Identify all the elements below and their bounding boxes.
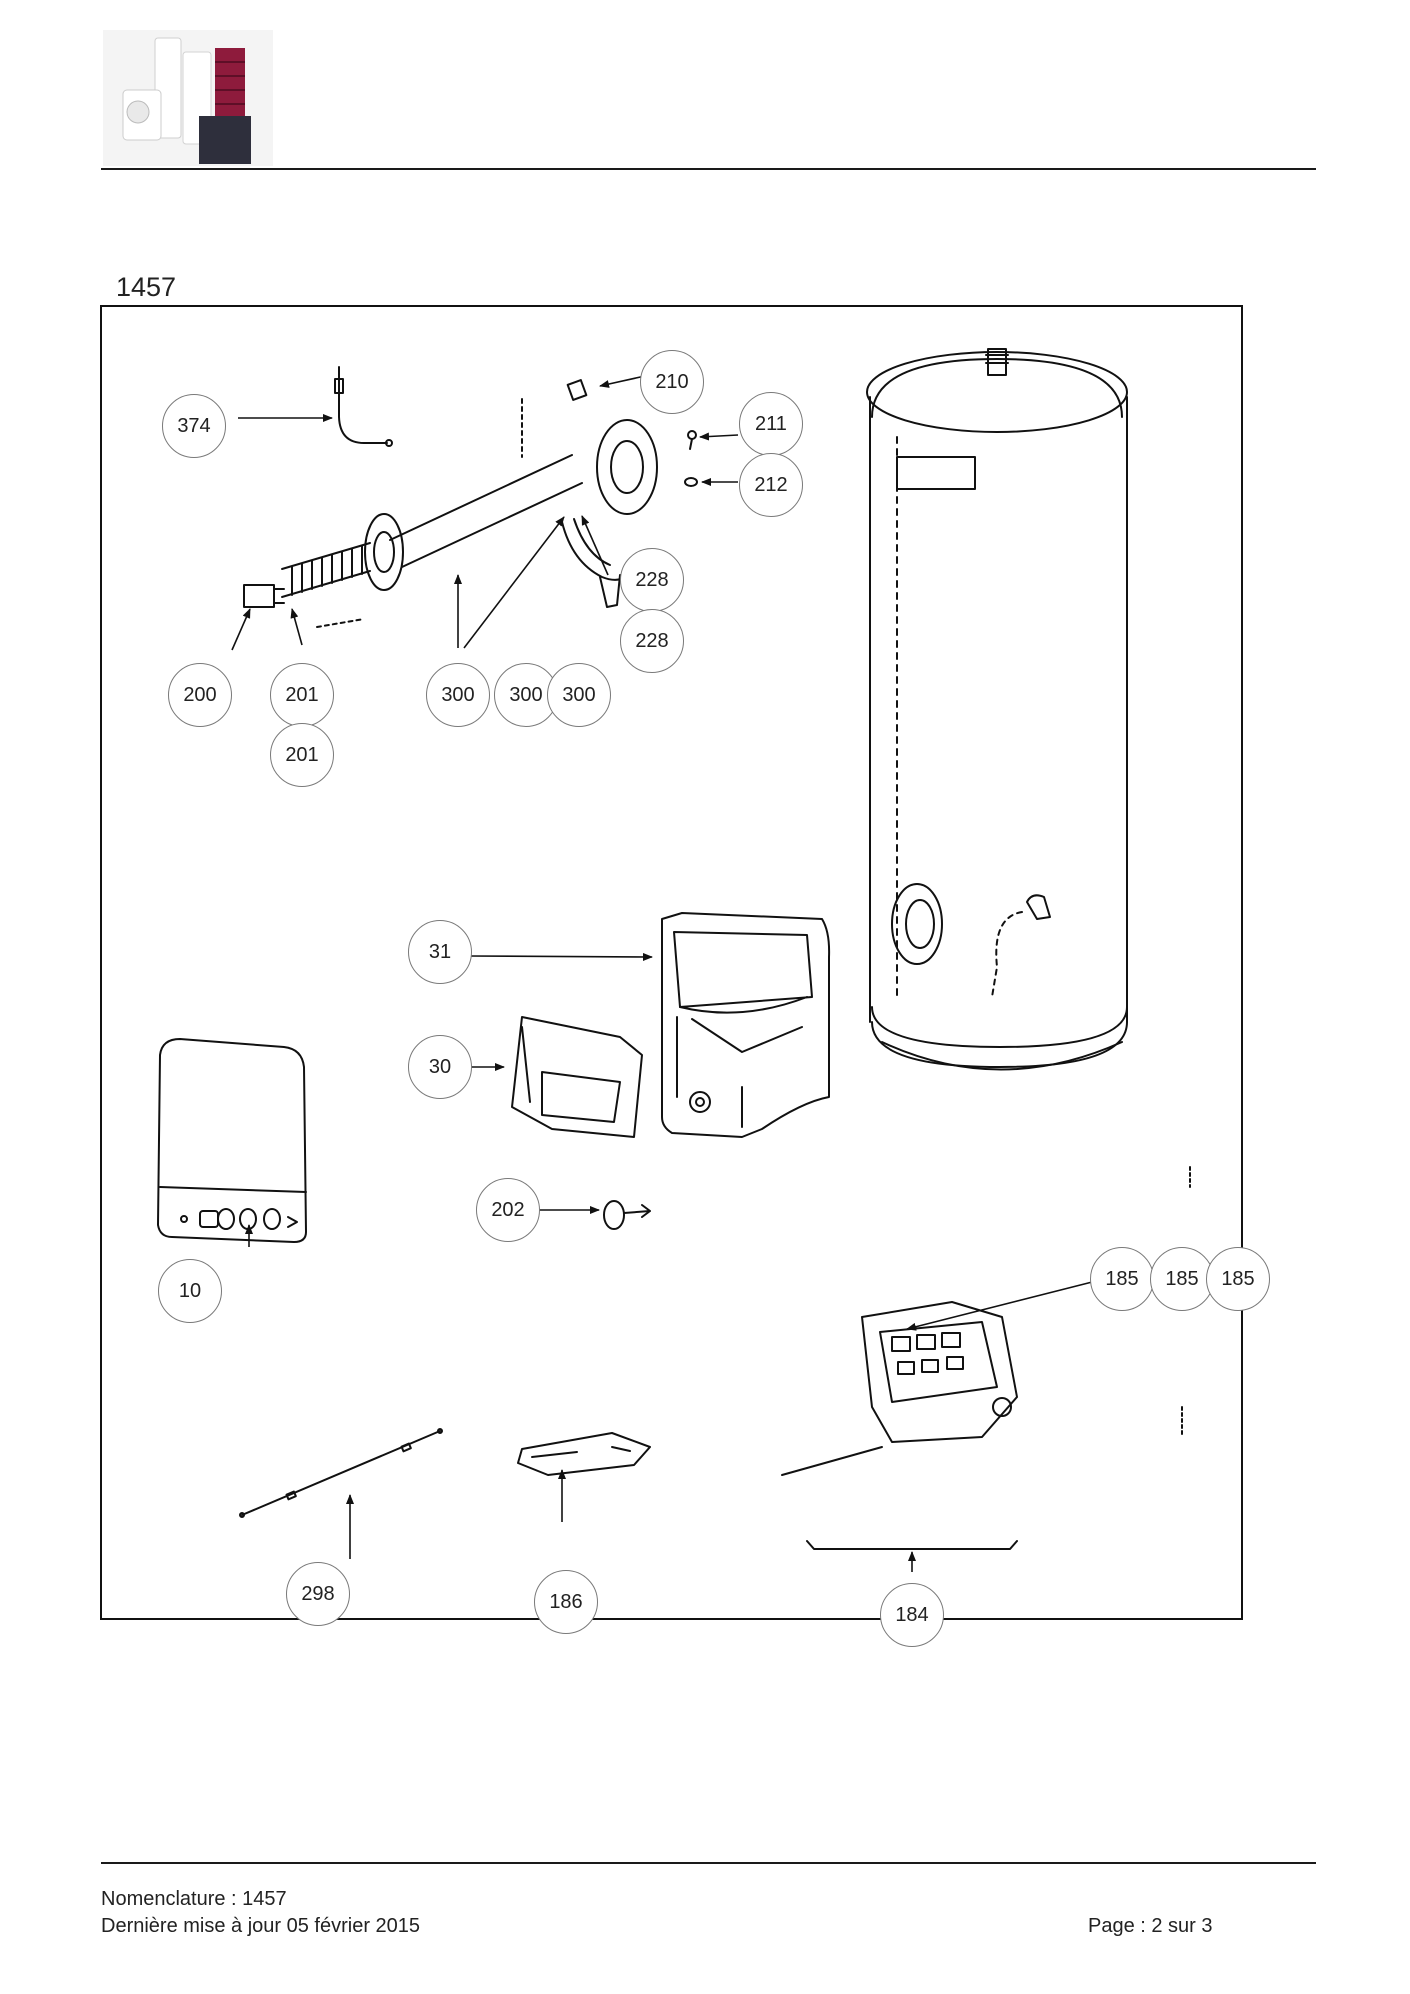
exploded-view-drawing (157, 348, 1191, 1572)
knob-part (603, 1200, 651, 1230)
header-rule (101, 168, 1316, 170)
callout-228-alt: 228 (620, 609, 684, 673)
callout-185-alt: 185 (1150, 1247, 1214, 1311)
group-bracket (806, 1540, 1018, 1550)
callout-184: 184 (880, 1583, 944, 1647)
callout-212: 212 (739, 453, 803, 517)
callout-300: 300 (426, 663, 490, 727)
footer-rule (101, 1862, 1316, 1864)
footer-last-updated: Dernière mise à jour 05 février 2015 (101, 1915, 421, 1937)
screw-part (687, 430, 697, 450)
water-heater-tank (866, 348, 1128, 1071)
callout-30: 30 (408, 1035, 472, 1099)
callout-202: 202 (476, 1178, 540, 1242)
callout-210: 210 (640, 350, 704, 414)
front-cover-part (511, 1016, 643, 1138)
callout-201: 201 (270, 663, 334, 727)
callout-10: 10 (158, 1259, 222, 1323)
brand-logo (103, 30, 273, 166)
callout-298: 298 (286, 1562, 350, 1626)
callout-186: 186 (534, 1570, 598, 1634)
callout-185-alt2: 185 (1206, 1247, 1270, 1311)
callout-211: 211 (739, 392, 803, 456)
cable-harness-part (239, 1428, 443, 1518)
exploded-view-frame: 374 210 211 212 228 228 200 201 201 300 … (100, 305, 1270, 1647)
control-panel-part (157, 1038, 307, 1243)
document-code: 1457 (116, 272, 177, 302)
leader-lines (231, 375, 1105, 1572)
callout-228: 228 (620, 548, 684, 612)
sensor-cable-part (334, 366, 393, 447)
callout-300-alt2: 300 (547, 663, 611, 727)
callout-374: 374 (162, 394, 226, 458)
nut-part (684, 477, 698, 487)
callout-31: 31 (408, 920, 472, 984)
casing-part (661, 912, 831, 1138)
footer-nomenclature: Nomenclature : 1457 (101, 1888, 287, 1910)
circuit-card-part (517, 1432, 651, 1476)
footer-page-number: Page : 2 sur 3 (1088, 1915, 1213, 1937)
fixing-clip-part (566, 379, 588, 401)
callout-200: 200 (168, 663, 232, 727)
control-board-part (781, 1301, 1018, 1476)
callout-201-alt: 201 (270, 723, 334, 787)
heating-element-assembly (243, 398, 658, 628)
callout-185: 185 (1090, 1247, 1154, 1311)
